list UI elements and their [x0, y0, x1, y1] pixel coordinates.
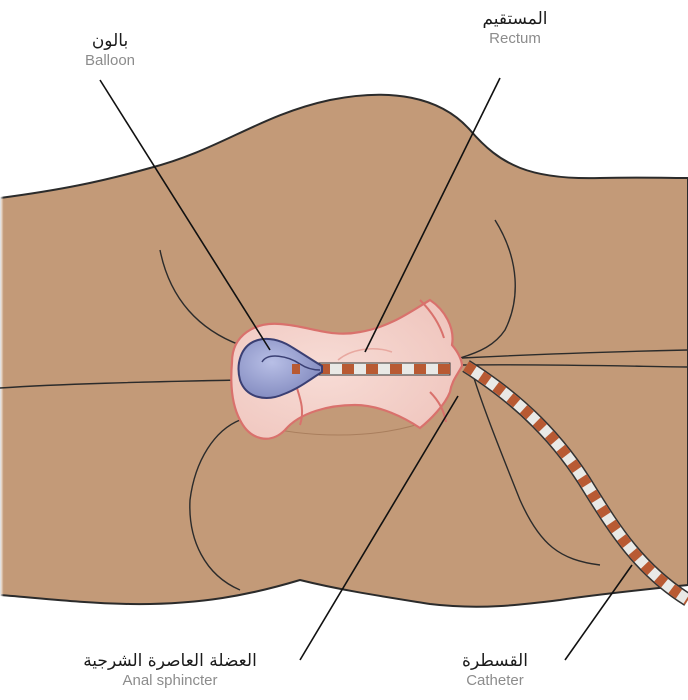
catheter-band	[342, 364, 354, 374]
label-rectum-en: Rectum	[460, 30, 570, 47]
catheter-band	[366, 364, 378, 374]
label-balloon-ar: بالون	[60, 32, 160, 52]
label-anal-sphincter: العضلة العاصرة الشرجية Anal sphincter	[40, 652, 300, 689]
label-rectum: المستقيم Rectum	[460, 10, 570, 47]
catheter-band	[414, 364, 426, 374]
label-rectum-ar: المستقيم	[460, 10, 570, 30]
label-balloon-en: Balloon	[60, 52, 160, 69]
label-anal-sphincter-ar: العضلة العاصرة الشرجية	[40, 652, 300, 672]
label-anal-sphincter-en: Anal sphincter	[40, 672, 300, 689]
label-catheter-ar: القسطرة	[440, 652, 550, 672]
label-catheter: القسطرة Catheter	[440, 652, 550, 689]
catheter-band	[438, 364, 450, 374]
label-balloon: بالون Balloon	[60, 32, 160, 69]
label-catheter-en: Catheter	[440, 672, 550, 689]
catheter-band	[390, 364, 402, 374]
